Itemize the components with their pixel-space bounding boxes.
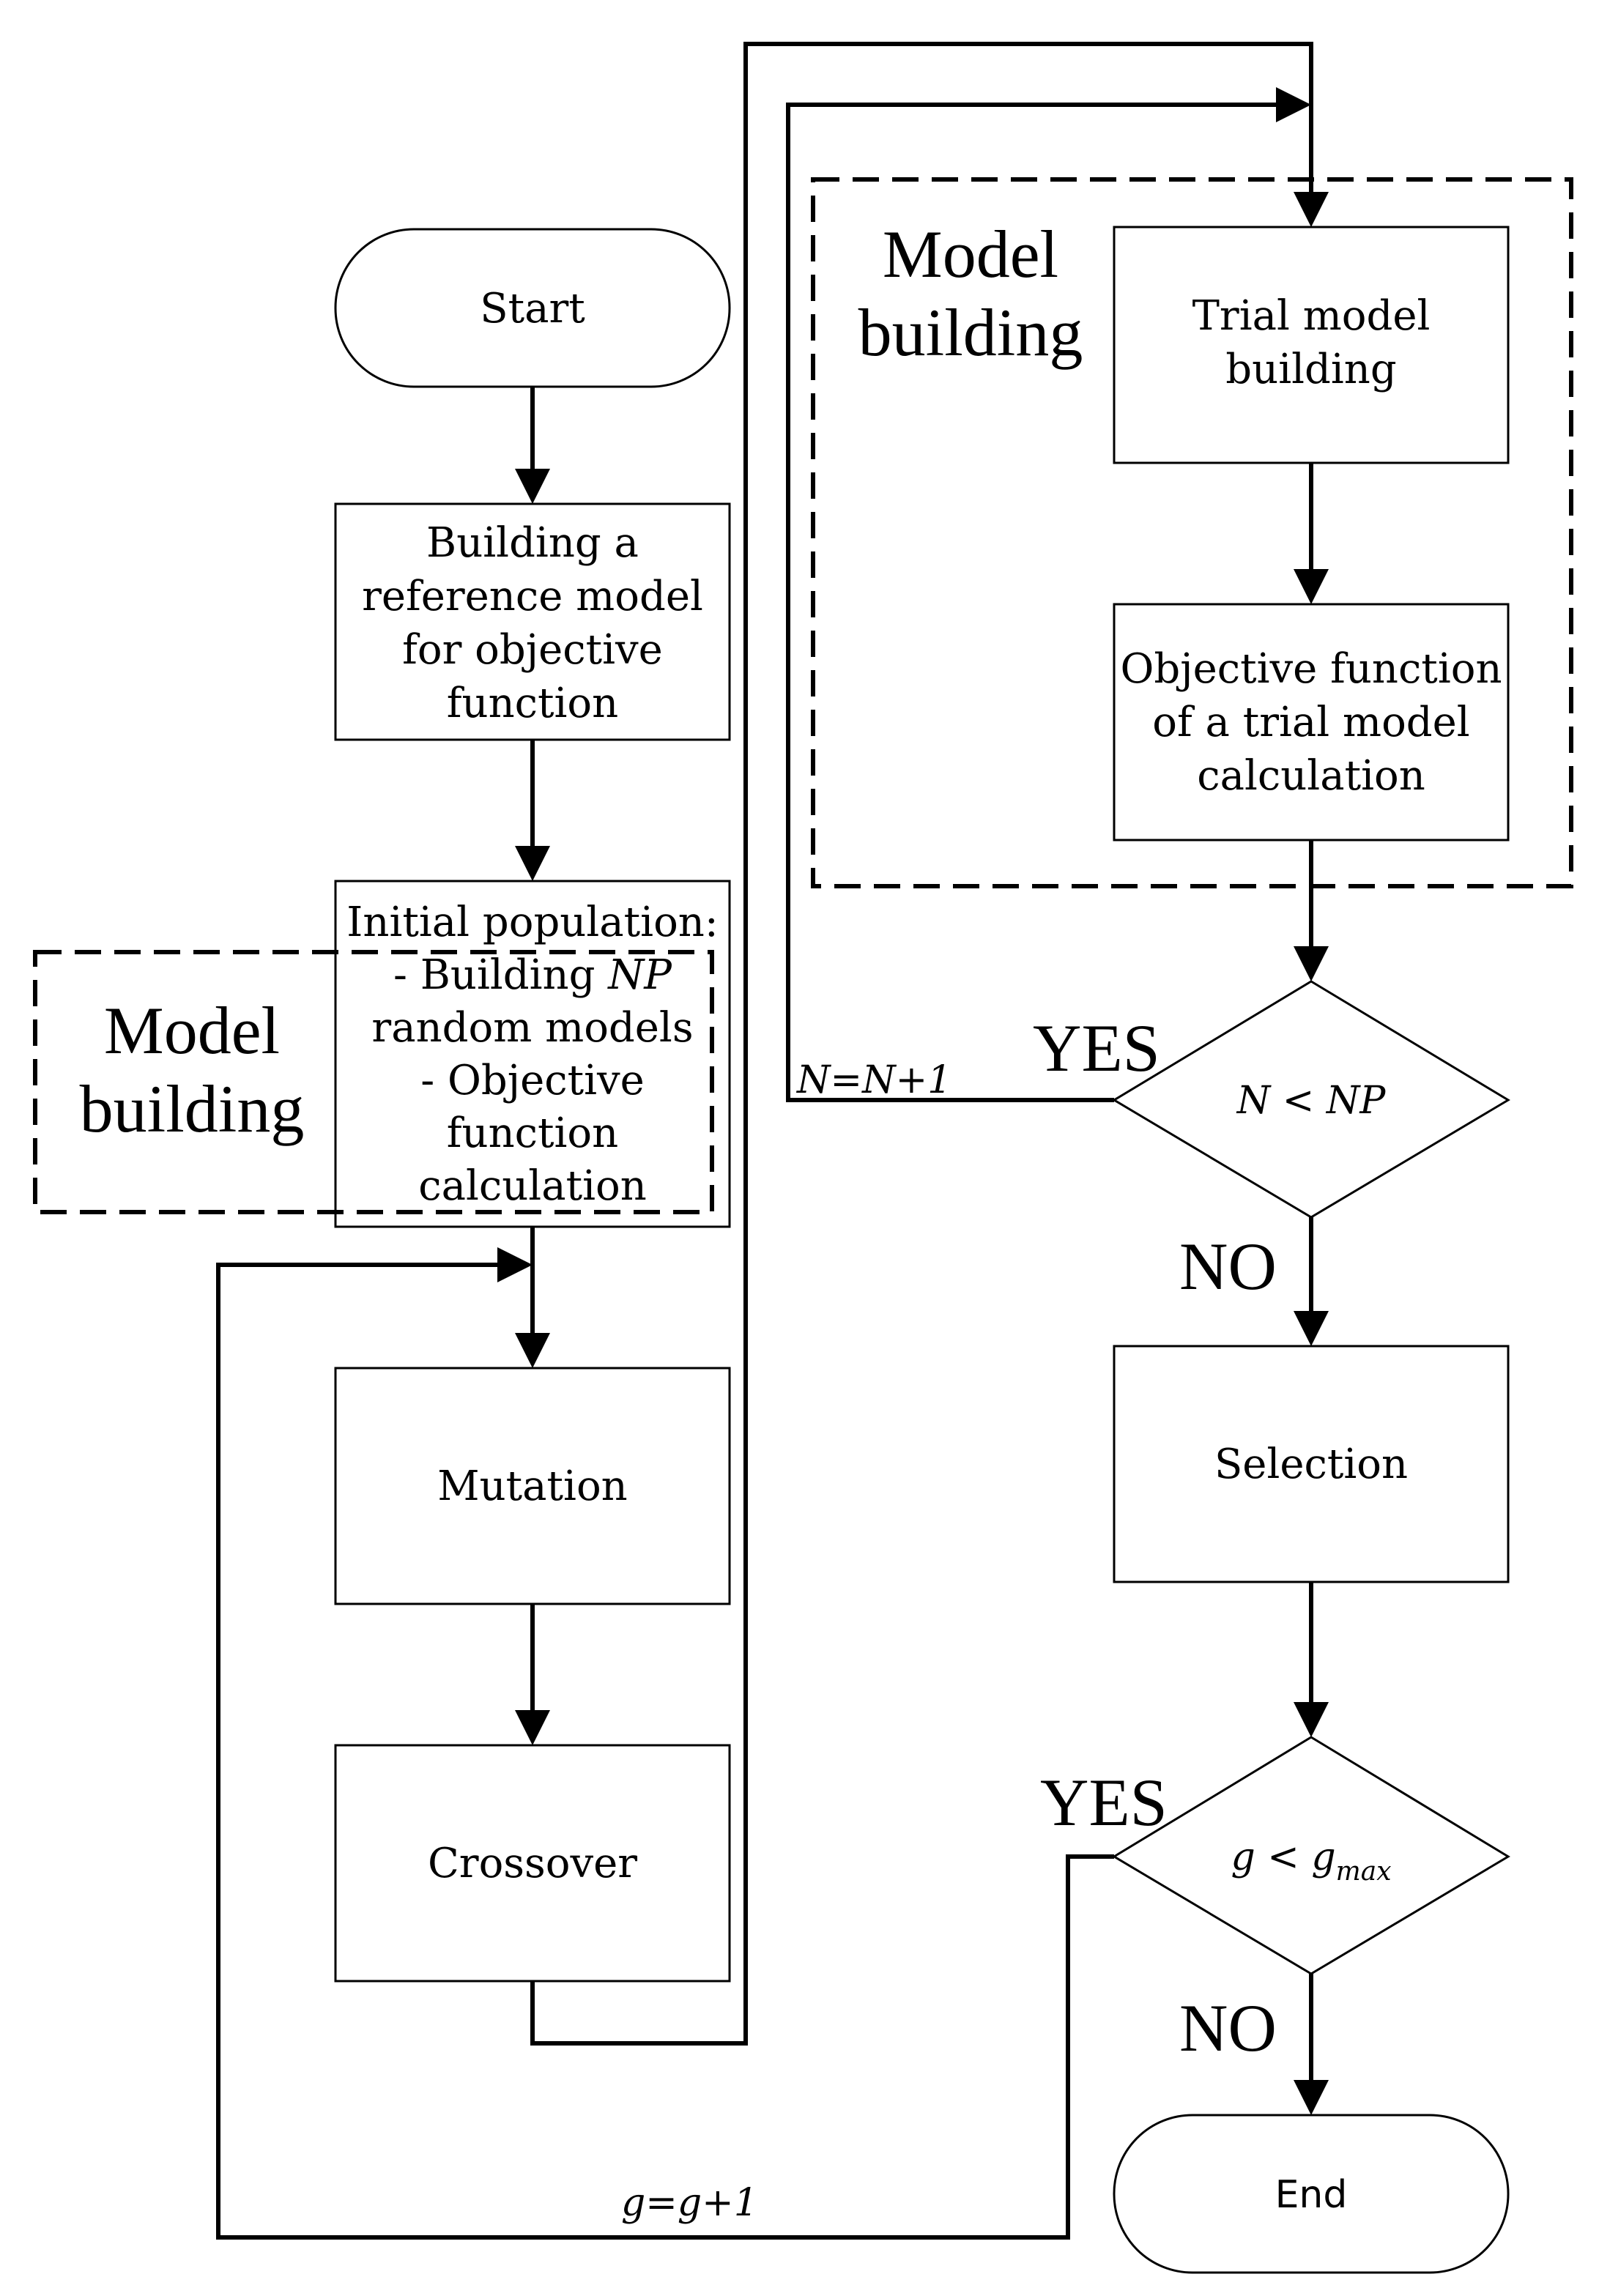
condition-np-node: N < NP: [1112, 980, 1510, 1219]
initial-population-line-6: calculation: [418, 1162, 647, 1210]
objective-trial-line-3: calculation: [1197, 752, 1425, 800]
initial-population-prefix: - Building: [393, 951, 608, 999]
condition-g-main: g < g: [1231, 1835, 1335, 1879]
objective-trial-line-1: Objective function: [1120, 645, 1502, 693]
reference-model-line-2: reference model: [362, 573, 703, 620]
model-building-right-line-1: Model: [883, 217, 1058, 291]
connector-condition-g-no: [1294, 1974, 1329, 2115]
connector-mutation-to-crossover: [515, 1604, 550, 1745]
connector-selection-to-condition-g: [1294, 1582, 1329, 1737]
connector-start-to-reference: [515, 387, 550, 504]
initial-population-node: Initial population: - Building NP random…: [334, 880, 731, 1228]
initial-population-line-4: - Objective: [420, 1057, 645, 1104]
selection-node: Selection: [1113, 1345, 1510, 1583]
condition-g-subscript: max: [1336, 1857, 1392, 1887]
end-node: End: [1113, 2114, 1510, 2274]
connector-trial-to-objective: [1294, 463, 1329, 604]
objective-trial-node: Objective function of a trial model calc…: [1113, 603, 1510, 842]
condition-g-label: g < gmax: [1231, 1835, 1391, 1887]
no-label-bottom: NO: [1179, 1991, 1277, 2065]
connector-reference-to-population: [515, 740, 550, 881]
connector-population-to-mutation: [515, 1227, 550, 1368]
trial-model-line-1: Trial model: [1192, 292, 1431, 340]
reference-model-line-3: for objective: [402, 626, 663, 674]
connector-objective-to-condition-np: [1294, 840, 1329, 981]
reference-model-line-1: Building a: [426, 519, 639, 567]
mutation-node: Mutation: [334, 1367, 731, 1605]
crossover-node: Crossover: [334, 1744, 731, 1983]
model-building-right-line-2: building: [858, 295, 1083, 370]
connector-condition-np-no: [1294, 1217, 1329, 1346]
yes-label-bottom: YES: [1040, 1765, 1168, 1840]
trial-model-node: Trial model building: [1113, 226, 1510, 464]
end-label: End: [1275, 2173, 1348, 2217]
g-increment-label: g=g+1: [621, 2181, 758, 2225]
reference-model-node: Building a reference model for objective…: [334, 502, 731, 741]
model-building-group-right: Model building: [811, 177, 1573, 888]
condition-g-node: g < gmax: [1112, 1736, 1510, 1975]
reference-model-line-4: function: [447, 680, 618, 727]
trial-model-line-2: building: [1225, 346, 1396, 393]
initial-population-line-2: - Building NP: [393, 951, 672, 999]
start-node: Start: [334, 228, 731, 388]
np-variable: NP: [606, 951, 672, 999]
yes-label-top: YES: [1033, 1011, 1160, 1085]
objective-trial-line-2: of a trial model: [1152, 699, 1469, 746]
model-building-group-left: Model building: [33, 950, 714, 1214]
no-label-top: NO: [1179, 1229, 1277, 1304]
connector-crossover-to-trial: [530, 42, 1329, 2046]
model-building-left-line-2: building: [80, 1071, 305, 1146]
initial-population-line-1: Initial population:: [346, 899, 718, 946]
mutation-label: Mutation: [437, 1463, 628, 1510]
n-increment-label: N=N+1: [795, 1058, 951, 1102]
model-building-left-line-1: Model: [104, 993, 280, 1068]
connector-condition-np-yes-loop: [786, 87, 1311, 1102]
condition-np-label: N < NP: [1236, 1079, 1387, 1123]
selection-label: Selection: [1214, 1441, 1408, 1488]
initial-population-line-3: random models: [371, 1004, 693, 1052]
connector-condition-g-yes-loop: [216, 1247, 1114, 2240]
start-label: Start: [480, 285, 585, 332]
initial-population-line-5: function: [447, 1110, 618, 1157]
crossover-label: Crossover: [428, 1840, 637, 1887]
